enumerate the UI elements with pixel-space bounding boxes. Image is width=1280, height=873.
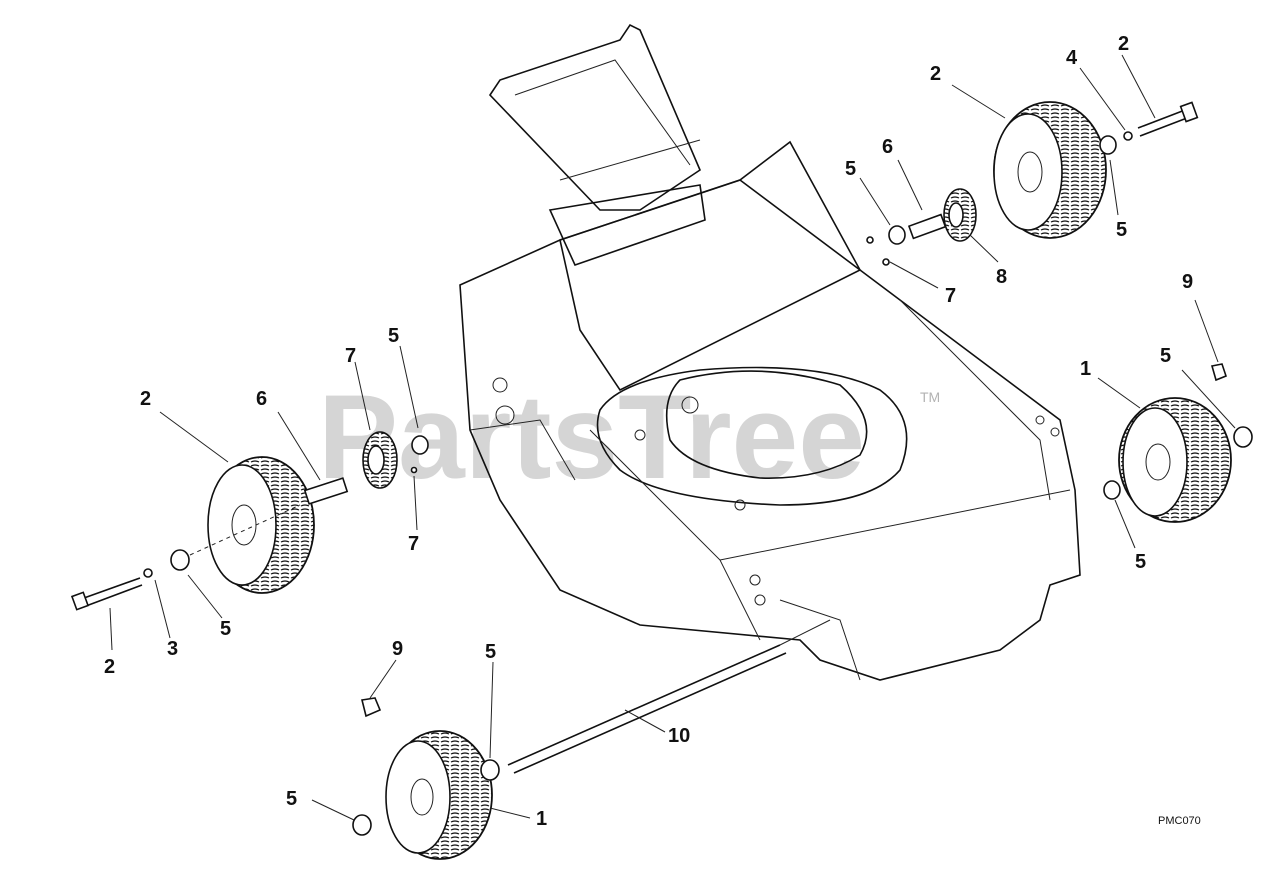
hub-cap-right: [1210, 363, 1227, 382]
callout-5-left-a: 5: [388, 325, 399, 347]
bushing-left: [303, 477, 349, 505]
callout-5-bottom-a: 5: [485, 641, 496, 663]
callout-9-right: 9: [1182, 271, 1193, 293]
callout-10: 10: [668, 725, 690, 747]
bearing-left-outer: [170, 549, 190, 571]
callout-5-left-b: 5: [220, 618, 231, 640]
callout-8-top: 8: [996, 266, 1007, 288]
wheel-left: [207, 456, 315, 594]
callout-2-top-bolt: 2: [1118, 33, 1129, 55]
callout-5-bottom-b: 5: [286, 788, 297, 810]
watermark-text: PartsTree: [318, 370, 865, 504]
callout-7-left: 7: [408, 533, 419, 555]
bolt-top: [1137, 101, 1199, 137]
callout-6-left: 6: [256, 388, 267, 410]
callout-1-bottom: 1: [536, 808, 547, 830]
bolt-left: [70, 577, 143, 611]
pin-top-a: [866, 236, 874, 244]
bearing-bottom-inner: [480, 759, 500, 781]
diagram-code: PMC070: [1158, 815, 1201, 827]
wheel-top: [993, 101, 1107, 239]
callout-6-top: 6: [882, 136, 893, 158]
bearing-top-outer: [1099, 135, 1117, 155]
bearing-right-inner: [1103, 480, 1121, 500]
leader-lines: [109, 54, 1236, 821]
callout-9-bottom: 9: [392, 638, 403, 660]
callout-1-right: 1: [1080, 358, 1091, 380]
wheel-right: [1118, 397, 1232, 523]
callout-2-top-wheel: 2: [930, 63, 941, 85]
bearing-left-inner: [411, 435, 429, 455]
callout-7-top: 7: [945, 285, 956, 307]
callout-5-right-a: 5: [1160, 345, 1171, 367]
bearing-right-outer: [1233, 426, 1253, 448]
bushing-top: [907, 213, 947, 240]
callout-8-left: 7: [345, 345, 356, 367]
callout-2-left-bolt: 2: [104, 656, 115, 678]
callout-4: 4: [1066, 47, 1078, 69]
callout-5-top-b: 5: [1116, 219, 1127, 241]
gear-top: [943, 188, 977, 242]
callout-3: 3: [167, 638, 178, 660]
callout-5-top-a: 5: [845, 158, 856, 180]
washer-left: [143, 568, 153, 578]
callout-5-right-b: 5: [1135, 551, 1146, 573]
wheel-bottom: [385, 730, 493, 860]
bearing-bottom-outer: [352, 814, 372, 836]
rear-axle: [507, 619, 831, 774]
partstree-watermark: PartsTree TM: [318, 370, 940, 504]
mower-deck: [459, 23, 1081, 681]
washer-top: [1123, 131, 1133, 141]
pin-left: [410, 466, 418, 474]
pin-top-b: [882, 258, 890, 266]
callout-labels: 2 6 7 5 7 5 3 2 2 2 4 5 5 6 8 7 9 1 5 5 …: [104, 33, 1193, 830]
callout-2-left-wheel: 2: [140, 388, 151, 410]
watermark-tm: TM: [920, 389, 940, 405]
hub-cap-bottom: [361, 697, 382, 718]
gear-left: [362, 431, 398, 489]
bearing-top-inner: [888, 225, 906, 245]
